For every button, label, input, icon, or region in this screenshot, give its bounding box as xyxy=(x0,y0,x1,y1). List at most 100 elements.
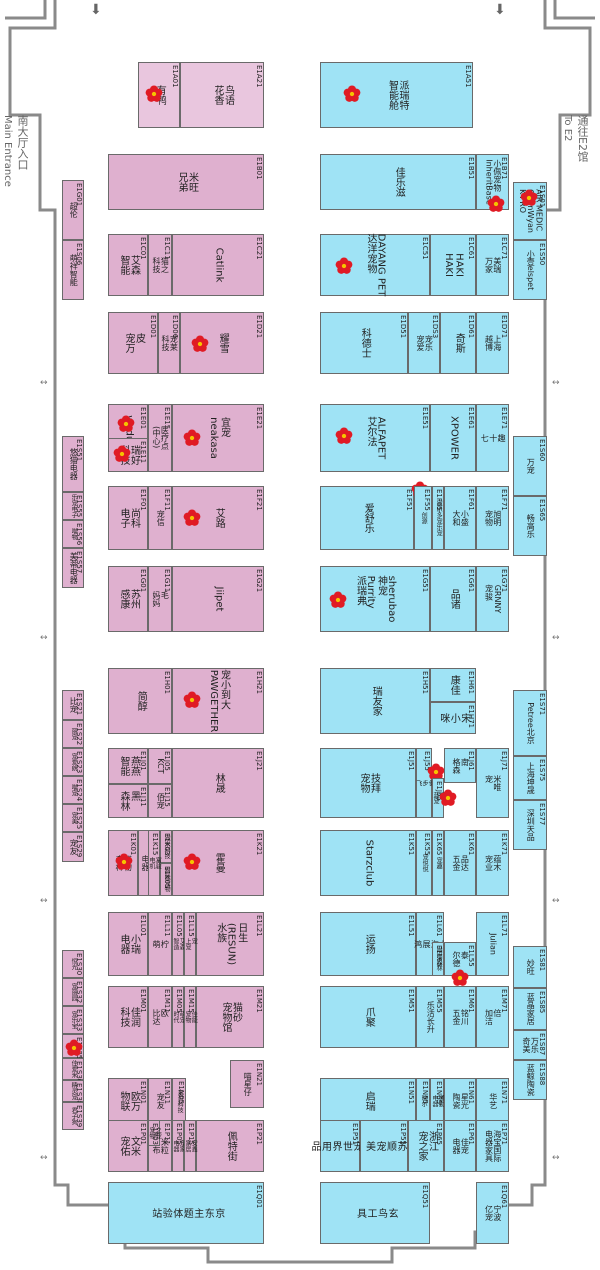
booth-e1a01[interactable]: E1A01有鸭 xyxy=(138,62,180,128)
booth-e1p51[interactable]: E1P51乐 宠 世 界 用 品 xyxy=(309,1120,373,1172)
booth-e1k01[interactable]: E1K01喵物 森林 xyxy=(108,830,138,896)
booth-e1j65[interactable]: E1J65禹 蓝宠 xyxy=(432,778,457,818)
booth-e1s35[interactable]: E1S35妙宠 xyxy=(62,1034,84,1059)
